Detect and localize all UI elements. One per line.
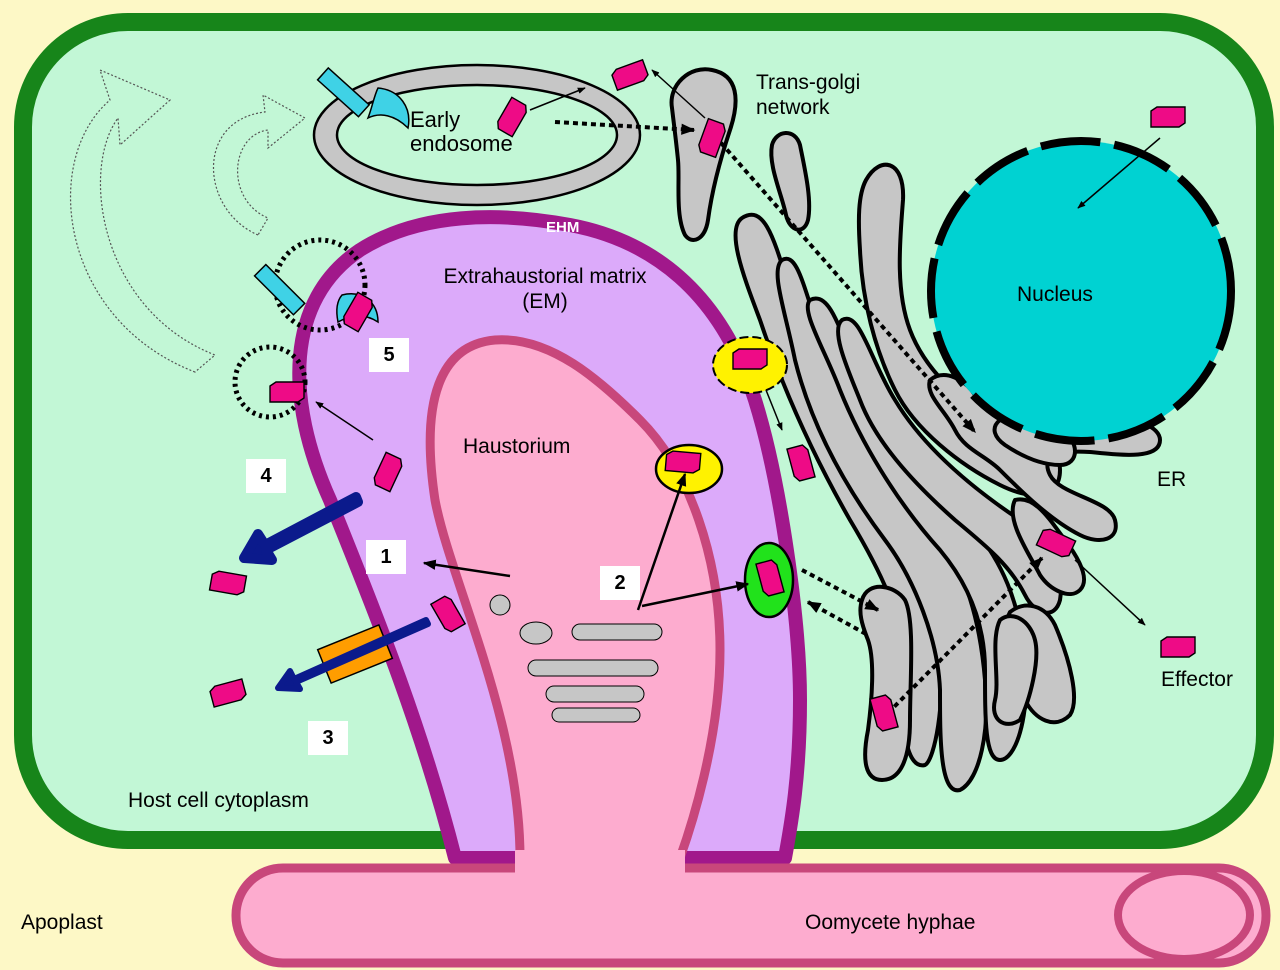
label-extrahaustorial-matrix: Extrahaustorial matrix (EM) [410, 264, 680, 314]
label-nucleus: Nucleus [1017, 282, 1093, 307]
label-er: ER [1157, 467, 1186, 492]
step-5-box: 5 [369, 338, 409, 372]
label-haustorium: Haustorium [463, 434, 570, 459]
step-1-box: 1 [366, 540, 406, 574]
label-ehm: EHM [546, 219, 579, 236]
oomycete-hyphae [236, 850, 1266, 963]
label-host-cell-cytoplasm: Host cell cytoplasm [128, 788, 309, 813]
label-early-endosome: Early endosome [410, 108, 513, 156]
label-oomycete-hyphae: Oomycete hyphae [805, 910, 975, 935]
label-effector: Effector [1161, 667, 1233, 692]
label-trans-golgi-network: Trans-golgi network [756, 70, 860, 120]
label-apoplast: Apoplast [21, 910, 103, 935]
step-4-box: 4 [246, 459, 286, 493]
step-2-box: 2 [600, 566, 640, 600]
step-3-box: 3 [308, 721, 348, 755]
